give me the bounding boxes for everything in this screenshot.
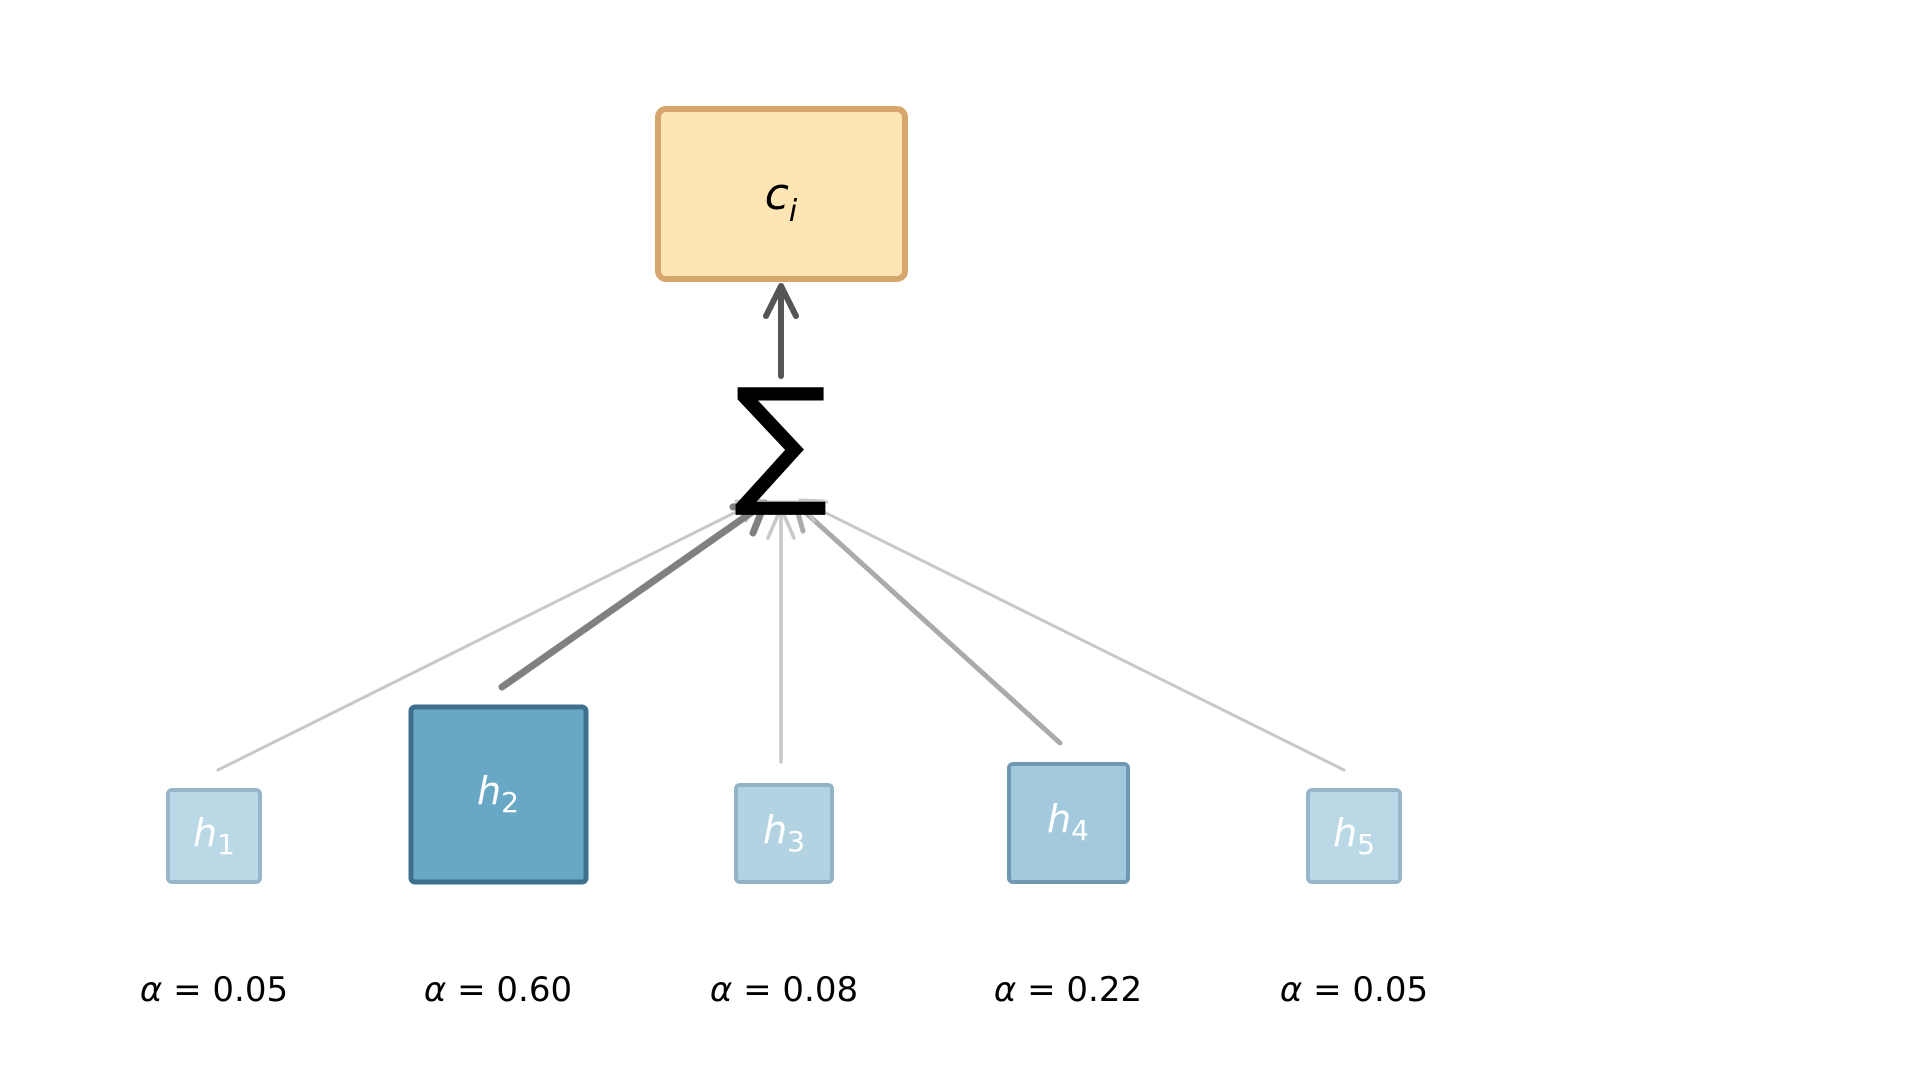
alpha-labels: α = 0.05 α = 0.60 α = 0.08 α = 0.22 α = …	[140, 970, 1428, 1010]
input-node-h3: h3	[734, 783, 834, 884]
input-label-h3: h3	[763, 808, 805, 858]
edge-h5	[798, 498, 1346, 772]
output-subscript: i	[789, 194, 798, 229]
input-node-h4: h4	[1007, 762, 1130, 884]
edge-h3	[766, 506, 796, 764]
input-label-h1: h1	[193, 811, 235, 861]
alpha-label-h5: α = 0.05	[1280, 970, 1428, 1010]
sum-symbol: ∑	[734, 359, 828, 522]
input-label-h4: h4	[1047, 797, 1089, 847]
alpha-label-h4: α = 0.22	[994, 970, 1142, 1010]
output-label: ci	[765, 169, 798, 229]
output-symbol: c	[765, 169, 789, 220]
input-label-h2: h2	[477, 769, 519, 819]
alpha-label-h2: α = 0.60	[424, 970, 572, 1010]
input-node-h1: h1	[166, 788, 262, 884]
edge-h2	[498, 499, 769, 691]
output-box	[655, 106, 908, 282]
input-label-h5: h5	[1333, 811, 1375, 861]
input-node-h2: h2	[408, 704, 589, 885]
input-edges	[216, 498, 1346, 772]
input-nodes: h1 h2 h3 h4 h5	[166, 704, 1402, 885]
input-node-h5: h5	[1306, 788, 1402, 884]
alpha-label-h1: α = 0.05	[140, 970, 288, 1010]
alpha-label-h3: α = 0.08	[710, 970, 858, 1010]
output-node-c: ci	[655, 106, 908, 282]
edge-h4	[792, 500, 1063, 746]
output-arrow	[763, 283, 799, 379]
